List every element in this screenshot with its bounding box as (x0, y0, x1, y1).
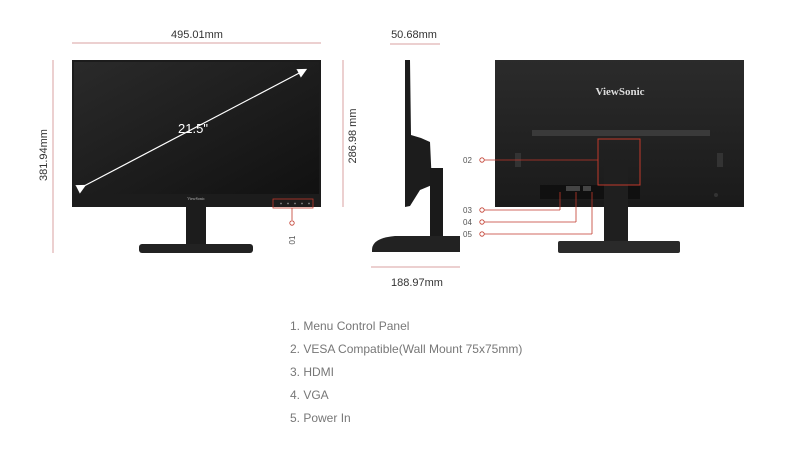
callout-01: 01 (288, 235, 297, 244)
callout-05: 05 (463, 230, 472, 239)
hdmi-callout: 03 (463, 192, 561, 215)
lock-slot (714, 193, 718, 197)
back-view: ViewSonic 02 03 04 (463, 60, 744, 253)
front-stand-neck (186, 207, 206, 245)
vent-strip (532, 130, 710, 136)
side-stand-base (372, 236, 460, 252)
screen-height-dimension: 286.98 mm (342, 60, 359, 207)
back-stand-neck (604, 160, 628, 242)
callout-02: 02 (463, 156, 472, 165)
hdmi-port (566, 186, 580, 191)
right-vent (717, 153, 723, 167)
side-view: 50.68mm 286.98 mm 188.97mm (342, 29, 460, 289)
feature-power-in: 5. Power In (290, 411, 351, 425)
front-height-dimension: 381.94mm (38, 60, 54, 253)
vesa-mount-highlight (597, 138, 641, 186)
stand-depth-dimension: 188.97mm (371, 266, 460, 289)
front-brand-label: ViewSonic (187, 196, 205, 201)
front-height-label: 381.94mm (38, 129, 50, 181)
front-width-dimension: 495.01mm (72, 29, 321, 44)
callout-04: 04 (463, 218, 472, 227)
power-callout: 05 (463, 192, 593, 239)
feature-vga: 4. VGA (290, 388, 329, 402)
side-depth-dimension: 50.68mm (390, 29, 440, 45)
back-stand-base (558, 241, 680, 253)
front-view: 495.01mm 381.94mm ViewSonic 21.5" 01 (38, 29, 321, 253)
front-stand-base (139, 244, 253, 253)
diagonal-arrow (75, 68, 308, 194)
side-depth-label: 50.68mm (391, 29, 437, 41)
vga-port (583, 186, 591, 191)
feature-vesa: 2. VESA Compatible(Wall Mount 75x75mm) (290, 342, 523, 356)
stand-depth-label: 188.97mm (391, 277, 443, 289)
side-monitor-profile (405, 60, 432, 207)
side-stand-neck (430, 168, 443, 246)
vga-callout: 04 (463, 192, 577, 227)
back-brand-label: ViewSonic (595, 86, 644, 98)
vesa-callout: 02 (463, 156, 598, 165)
diagonal-label: 21.5" (178, 121, 208, 136)
feature-list: 1. Menu Control Panel 2. VESA Compatible… (290, 318, 522, 433)
menu-control-callout: 01 (272, 198, 314, 244)
feature-menu-control: 1. Menu Control Panel (290, 319, 410, 333)
front-width-label: 495.01mm (171, 29, 223, 41)
screen-height-label: 286.98 mm (347, 108, 359, 163)
feature-hdmi: 3. HDMI (290, 365, 335, 379)
callout-03: 03 (463, 206, 472, 215)
